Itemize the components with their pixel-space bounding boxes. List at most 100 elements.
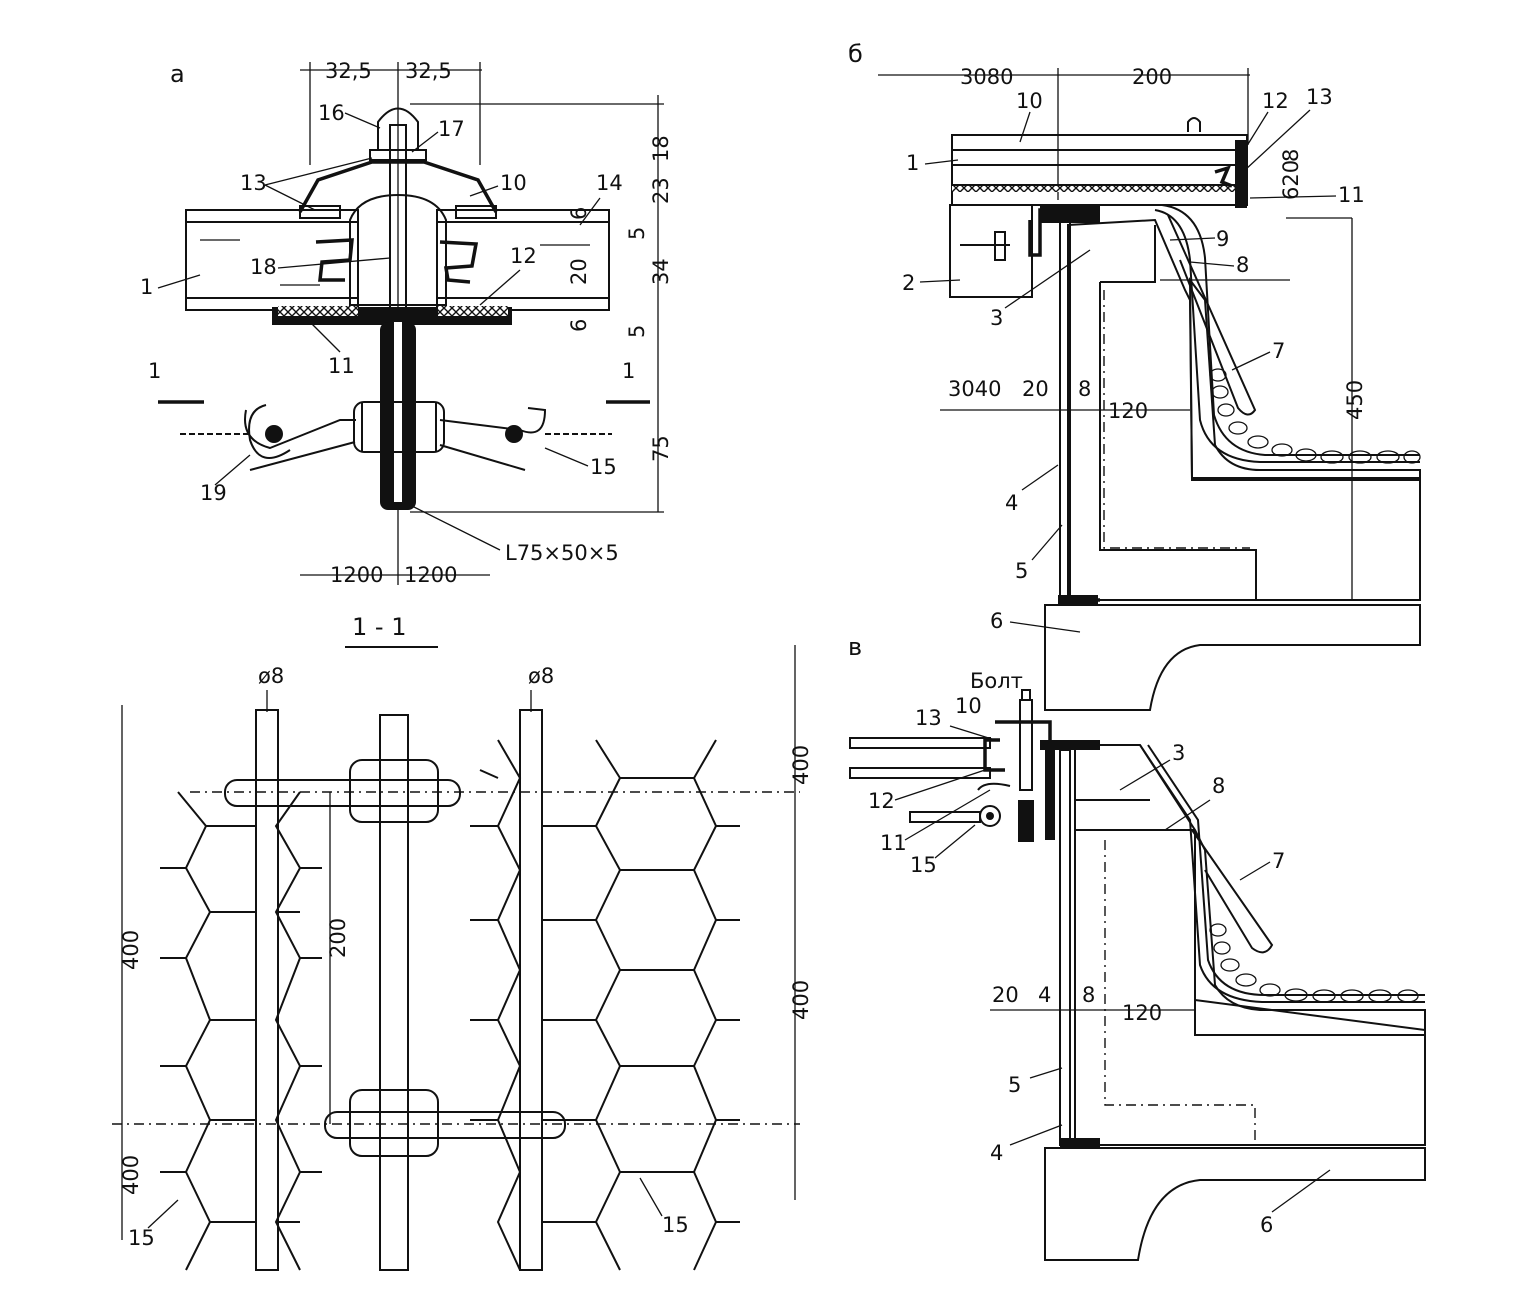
- callout-15: 15: [590, 455, 617, 479]
- wall-facing-v: [1059, 749, 1071, 1146]
- callout-b-11: 11: [1338, 183, 1365, 207]
- callout-b-6: 6: [990, 609, 1003, 633]
- dim-200-top: 200: [1132, 65, 1172, 89]
- dim-4-v: 4: [1038, 983, 1051, 1007]
- section-mark-right: 1: [622, 359, 635, 383]
- callout-b-7: 7: [1272, 339, 1285, 363]
- dim-400-right-bottom: 400: [789, 980, 813, 1020]
- dim-32-5-left: 32,5: [325, 59, 372, 83]
- callout-b-13: 13: [1306, 85, 1333, 109]
- mesh-left: [160, 791, 322, 1271]
- dim-5-bottom: 5: [625, 325, 649, 338]
- dim-450: 450: [1343, 380, 1367, 420]
- callout-1: 1: [140, 275, 153, 299]
- callout-15-left: 15: [128, 1226, 155, 1250]
- panel-v: в Болт: [848, 633, 1426, 1261]
- dim-3040: 3040: [948, 377, 1001, 401]
- z-profile-right: [439, 240, 479, 284]
- callout-v-12: 12: [868, 789, 895, 813]
- mastic-filler: [349, 193, 447, 306]
- bolt-shaft: [389, 124, 407, 311]
- callout-11: 11: [328, 354, 355, 378]
- hook-left: [244, 409, 356, 471]
- panel-v-callouts: 3 4 5 6 7 8 10 11 12 13 15: [868, 694, 1331, 1237]
- dim-1200-right: 1200: [404, 563, 457, 587]
- dim-32-5-right: 32,5: [405, 59, 452, 83]
- dim-20: 20: [567, 258, 591, 285]
- callout-v-7: 7: [1272, 849, 1285, 873]
- rod-label-left: ø8: [258, 664, 284, 688]
- dim-620: 620: [1279, 160, 1303, 200]
- callout-b-9: 9: [1216, 227, 1229, 251]
- dim-1200-left: 1200: [330, 563, 383, 587]
- callout-v-15: 15: [910, 853, 937, 877]
- section-mark-left: 1: [148, 359, 161, 383]
- callout-b-1: 1: [906, 151, 919, 175]
- panel-a-tag: а: [170, 60, 185, 88]
- panel-b: б 3080 200: [848, 40, 1421, 711]
- dim-20-v: 20: [992, 983, 1019, 1007]
- callout-b-12: 12: [1262, 89, 1289, 113]
- callout-v-8: 8: [1212, 774, 1225, 798]
- callout-v-13: 13: [915, 706, 942, 730]
- callout-16: 16: [318, 101, 345, 125]
- dim-23: 23: [649, 177, 673, 204]
- callout-b-5: 5: [1015, 559, 1028, 583]
- callout-v-10: 10: [955, 694, 982, 718]
- callout-14: 14: [596, 171, 623, 195]
- section-title: 1 - 1: [352, 613, 406, 641]
- callout-v-4: 4: [990, 1141, 1003, 1165]
- callout-18: 18: [250, 255, 277, 279]
- section-1-1: 1 - 1 ø8 ø8: [112, 613, 813, 1271]
- dim-34: 34: [649, 258, 673, 285]
- protective-sheet: [1167, 214, 1257, 416]
- callout-15-right: 15: [662, 1213, 689, 1237]
- dim-400-right-top: 400: [789, 745, 813, 785]
- dim-75: 75: [649, 435, 673, 462]
- callout-b-4: 4: [1005, 491, 1018, 515]
- slab-right: [436, 209, 610, 311]
- dim-400-left-bottom: 400: [119, 1155, 143, 1195]
- callout-13: 13: [240, 171, 267, 195]
- dim-5-top: 5: [625, 227, 649, 240]
- callout-v-3: 3: [1172, 741, 1185, 765]
- gravel-v: [1209, 923, 1419, 1003]
- callout-v-6: 6: [1260, 1213, 1273, 1237]
- dim-200: 200: [326, 918, 350, 958]
- cap-nut: [377, 107, 419, 151]
- dim-120-b: 120: [1108, 399, 1148, 423]
- callout-v-5: 5: [1008, 1073, 1021, 1097]
- mesh-right: [470, 739, 740, 1271]
- profile-label: L75×50×5: [505, 541, 619, 565]
- floor-slab-b: [1044, 604, 1421, 711]
- hook-right: [439, 407, 547, 471]
- dim-6-bottom: 6: [567, 319, 591, 332]
- rod-left: [255, 709, 279, 1271]
- panel-b-tag: б: [848, 40, 863, 68]
- dim-3080: 3080: [960, 65, 1013, 89]
- panel-b-callouts: 1 2 3 4 5 6 7 8 9 10 11 12 13: [902, 85, 1365, 633]
- dim-8-b: 8: [1078, 377, 1091, 401]
- angle-section: [379, 714, 409, 1271]
- floor-slab-v: [1044, 1147, 1426, 1261]
- bolt-label: Болт: [970, 669, 1023, 693]
- callout-b-8: 8: [1236, 253, 1249, 277]
- cover-cap: [298, 160, 498, 213]
- dim-120-v: 120: [1122, 1001, 1162, 1025]
- dim-400-left-top: 400: [119, 930, 143, 970]
- callout-17: 17: [438, 117, 465, 141]
- callout-v-11: 11: [880, 831, 907, 855]
- roof-panel: [951, 134, 1248, 206]
- panel-a-callouts: 1 10 11 12 13 14 15 16 17 18 19: [140, 101, 623, 505]
- dim-20-b: 20: [1022, 377, 1049, 401]
- dim-8-v: 8: [1082, 983, 1095, 1007]
- membrane: [1154, 209, 1420, 463]
- rod-right: [519, 709, 543, 1271]
- callout-19: 19: [200, 481, 227, 505]
- tie-bottom: [324, 1111, 566, 1139]
- callout-b-10: 10: [1016, 89, 1043, 113]
- dim-18: 18: [649, 135, 673, 162]
- tie-top: [224, 779, 461, 807]
- panel-a: а 32,5 32,5: [140, 59, 673, 587]
